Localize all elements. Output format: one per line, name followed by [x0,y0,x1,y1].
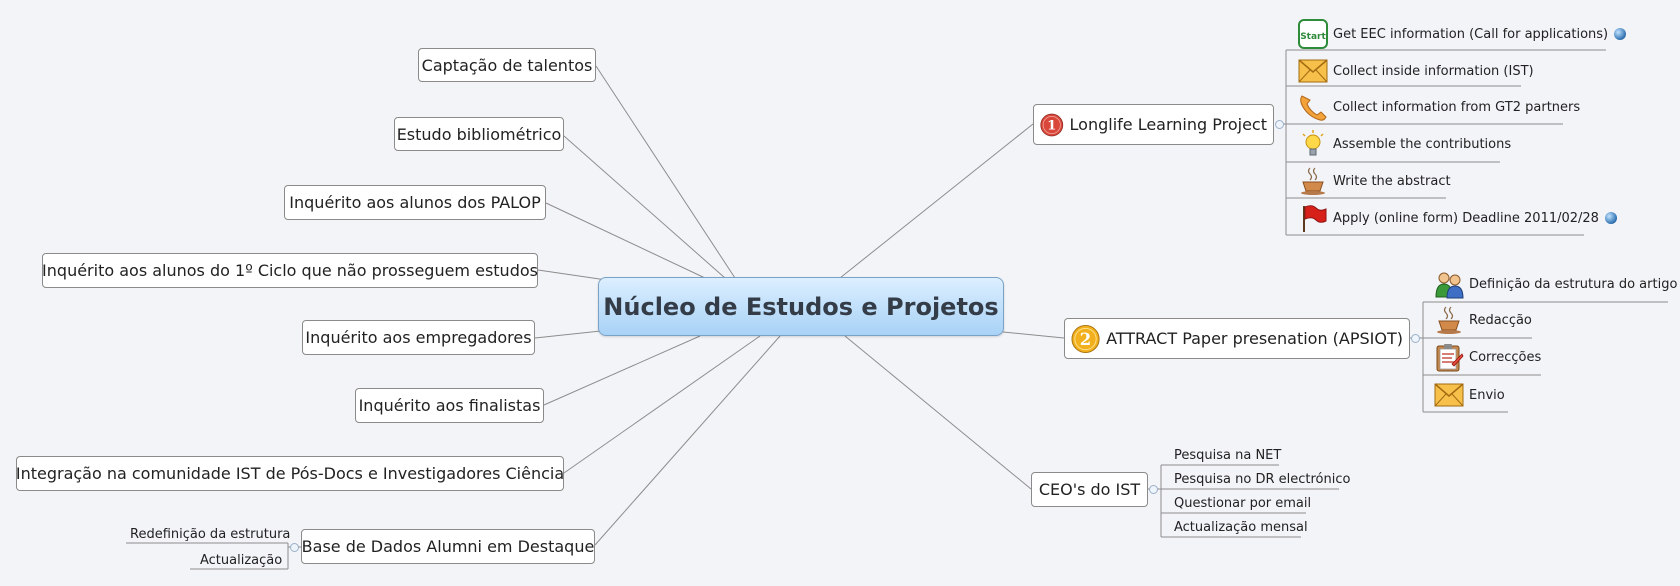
topic-inquerito-1-ciclo[interactable]: Inquérito aos alunos do 1º Ciclo que não… [42,253,538,288]
globe-icon[interactable] [1614,28,1627,40]
lightbulb-icon [1298,129,1328,159]
people-icon [1434,269,1464,299]
svg-text:1: 1 [1047,117,1056,133]
topic-integracao-comunidade[interactable]: Integração na comunidade IST de Pós-Docs… [16,456,564,491]
flag-icon [1298,203,1328,233]
topic-estudo-bibliometrico[interactable]: Estudo bibliométrico [394,117,564,151]
coffee-icon [1298,166,1328,196]
collapse-toggle[interactable] [290,543,299,552]
task-get-eec-info[interactable]: Start Get EEC information (Call for appl… [1298,18,1627,50]
task-apply-online[interactable]: Apply (online form) Deadline 2011/02/28 [1298,202,1617,234]
collapse-toggle[interactable] [1275,120,1284,129]
envelope-icon [1298,56,1328,86]
task-collect-inside-info[interactable]: Collect inside information (IST) [1298,55,1534,87]
start-icon: Start [1298,19,1328,49]
central-topic-title: Núcleo de Estudos e Projetos [603,292,999,321]
priority-2-icon: 2 [1071,324,1100,353]
subtopic-actualizacao-mensal[interactable]: Actualização mensal [1174,519,1308,535]
task-correccoes[interactable]: Correcções [1434,341,1541,373]
globe-icon[interactable] [1604,212,1617,224]
central-topic[interactable]: Núcleo de Estudos e Projetos [598,277,1004,336]
svg-text:Start: Start [1300,32,1326,42]
priority-1-icon: 1 [1040,113,1064,136]
topic-inquerito-palop[interactable]: Inquérito aos alunos dos PALOP [284,185,546,220]
subtopic-actualizacao[interactable]: Actualização [200,552,283,568]
topic-longlife-learning[interactable]: 1 Longlife Learning Project [1033,104,1274,145]
envelope-icon [1434,380,1464,410]
task-envio[interactable]: Envio [1434,379,1505,411]
svg-text:2: 2 [1080,329,1091,348]
topic-base-dados-alumni[interactable]: Base de Dados Alumni em Destaque [301,529,595,564]
collapse-toggle[interactable] [1411,334,1420,343]
topic-inquerito-empregadores[interactable]: Inquérito aos empregadores [302,320,535,355]
topic-inquerito-finalistas[interactable]: Inquérito aos finalistas [355,388,544,423]
coffee-icon [1434,305,1464,335]
topic-captacao-talentos[interactable]: Captação de talentos [418,48,596,82]
task-write-abstract[interactable]: Write the abstract [1298,165,1451,197]
subtopic-pesquisa-dr[interactable]: Pesquisa no DR electrónico [1174,471,1351,487]
task-redaccao[interactable]: Redacção [1434,304,1532,336]
topic-attract-paper[interactable]: 2 ATTRACT Paper presenation (APSIOT) [1064,318,1410,359]
subtopic-questionar-email[interactable]: Questionar por email [1174,495,1312,511]
subtopic-pesquisa-net[interactable]: Pesquisa na NET [1174,447,1282,463]
subtopic-redefinicao-estrutura[interactable]: Redefinição da estrutura [130,526,291,542]
collapse-toggle[interactable] [1149,485,1158,494]
topic-ceos-ist[interactable]: CEO's do IST [1031,472,1148,507]
phone-icon [1298,92,1328,122]
task-collect-gt2-info[interactable]: Collect information from GT2 partners [1298,91,1580,123]
task-assemble-contributions[interactable]: Assemble the contributions [1298,128,1511,160]
task-definicao-estrutura-artigo[interactable]: Definição da estrutura do artigo [1434,268,1677,300]
clipboard-icon [1434,342,1464,372]
